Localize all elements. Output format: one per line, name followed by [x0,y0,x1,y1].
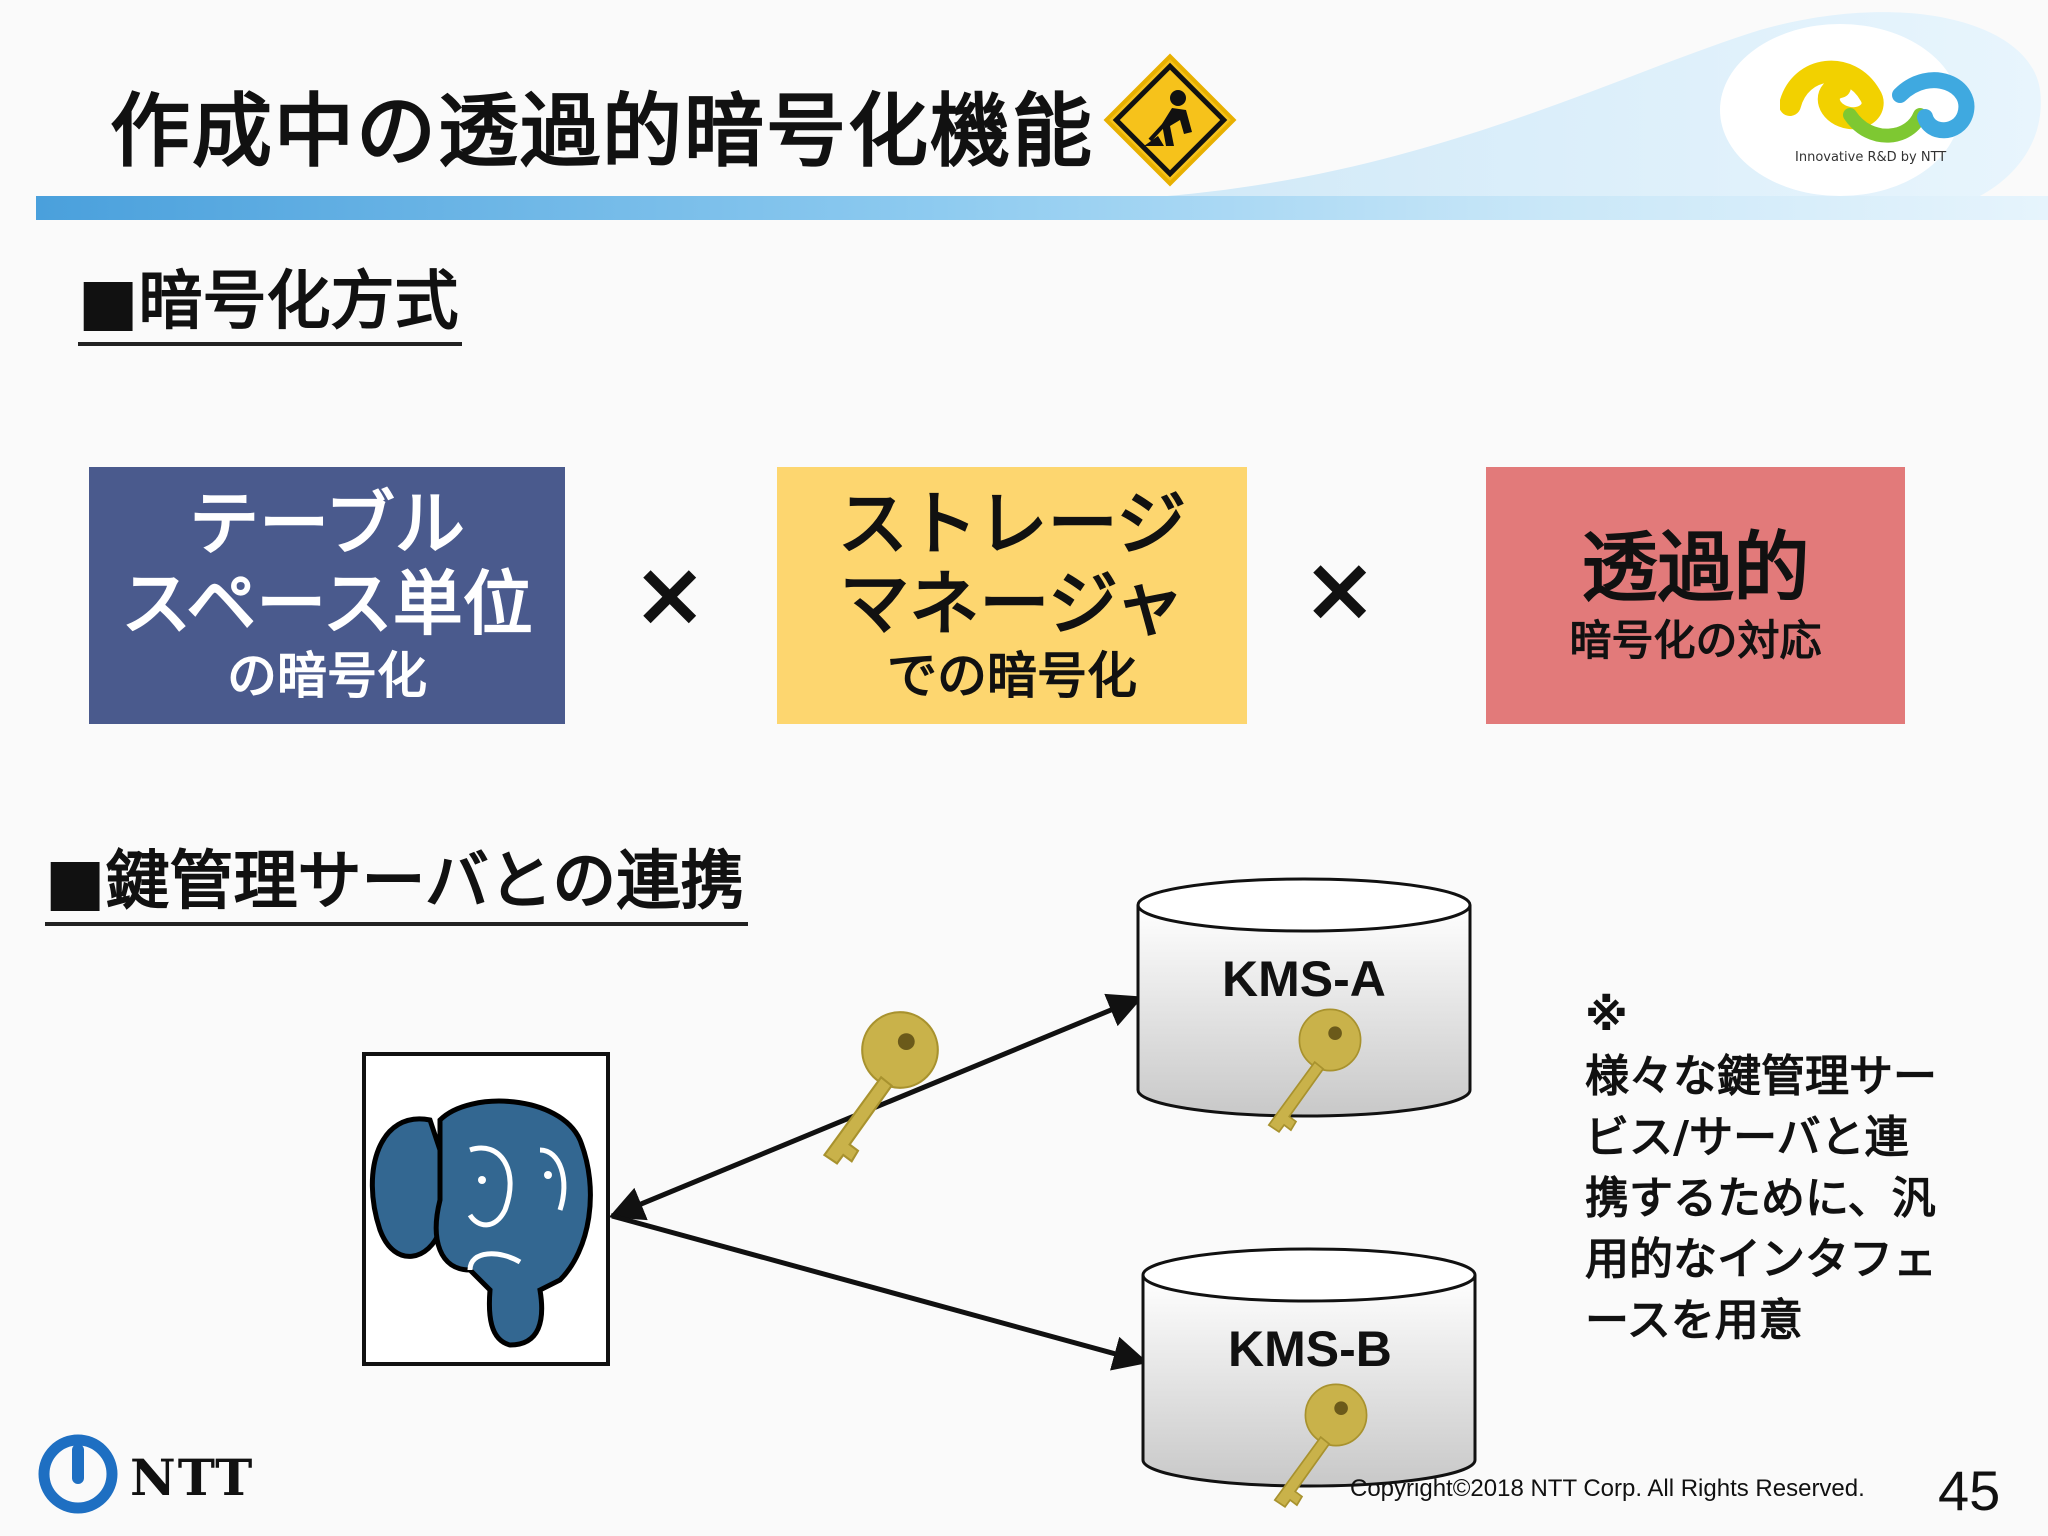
box-storage-manager-encryption: ストレージ マネージャ での暗号化 [777,467,1247,724]
box2-line1: ストレージ [837,482,1187,565]
box1-line1: テーブル [189,482,465,565]
box2-line3: での暗号化 [887,646,1137,705]
logo-tagline: Innovative R&D by NTT [1795,150,1947,165]
page-number: 45 [1938,1459,2001,1522]
section-heading-encryption-method: ■暗号化方式 [78,262,463,346]
box2-line2: マネージャ [839,562,1185,645]
postgresql-elephant-icon [369,1098,593,1348]
ntt-logo-icon [38,1434,118,1514]
copyright-text: Copyright©2018 NTT Corp. All Rights Rese… [1350,1475,1865,1502]
kms-a-cylinder [1136,877,1472,1133]
box3-line1: 透過的 [1581,522,1810,612]
box3-line2: 暗号化の対応 [1569,615,1822,665]
ntt-innovative-logo [1780,60,1975,143]
kms-b-label: KMS-B [1228,1321,1392,1377]
header-gradient-bar [36,196,2048,220]
box-transparent-encryption: 透過的 暗号化の対応 [1486,467,1905,724]
kms-a-label: KMS-A [1222,951,1386,1007]
box1-line3: の暗号化 [227,646,427,705]
arrow-to-kms-b [611,1213,1149,1371]
construction-sign-icon [1103,53,1237,187]
box1-line2: スペース単位 [121,562,533,645]
section-heading-key-management: ■鍵管理サーバとの連携 [45,842,749,926]
times-symbol: × [1302,537,1378,642]
times-symbol: × [632,542,708,647]
box-tablespace-encryption: テーブル スペース単位 の暗号化 [89,467,565,724]
ntt-wordmark: NTT [130,1448,255,1507]
note-text: ※ 様々な鍵管理サー ビス/サーバと連 携するために、汎 用的なインタフェ ース… [1585,990,1937,1346]
page-title: 作成中の透過的暗号化機能 [110,85,1094,178]
kms-b-cylinder [1141,1247,1477,1508]
